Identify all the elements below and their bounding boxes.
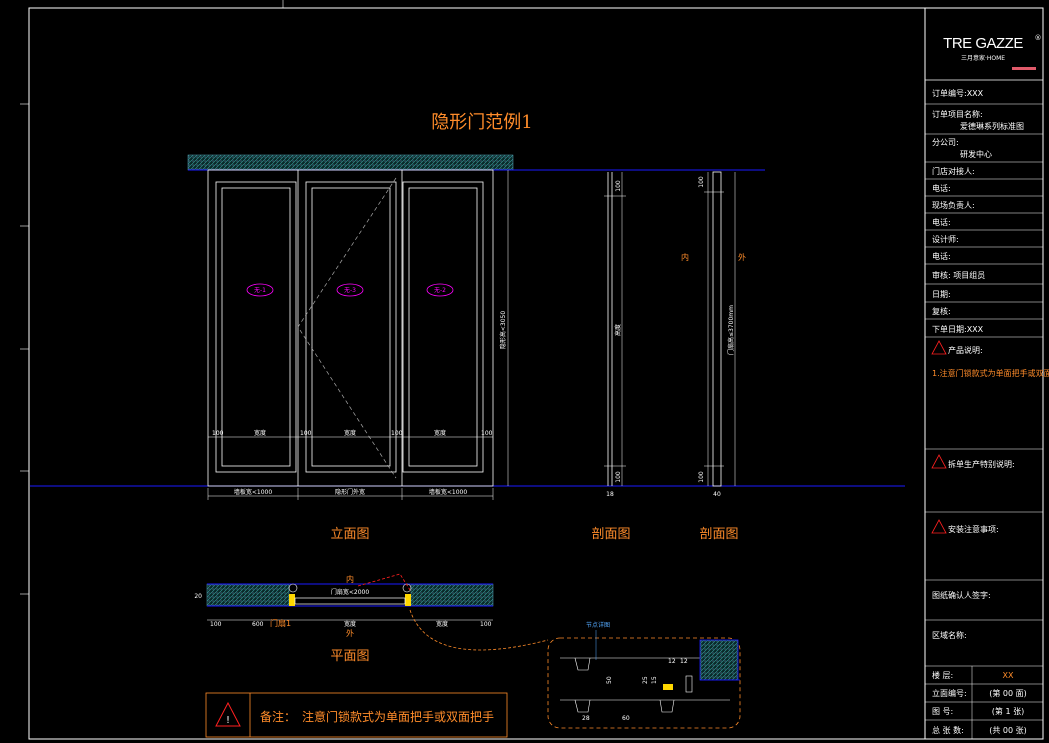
plan-outside: 外	[346, 628, 354, 638]
warning-icon	[931, 340, 947, 355]
panel-tag-1-label: 无-1	[254, 287, 266, 294]
tb-date: 日期:	[932, 290, 951, 299]
tb-drawing-no-label: 图 号:	[932, 707, 953, 716]
tb-total-label: 总 张 数:	[932, 725, 964, 735]
detail-dim-4: 50	[606, 676, 613, 684]
brand-logo-sub: 三月意家·HOME	[961, 54, 1005, 62]
registered-mark-icon: ®	[1035, 34, 1042, 42]
plan-left-2: 600	[252, 621, 264, 628]
dim-height: 隐形高<3050	[499, 311, 507, 349]
title-block: TRE GAZZE ® 三月意家·HOME 订单编号:XXX 订单项目名称: 爱…	[925, 34, 1049, 739]
plan-inside: 内	[346, 574, 354, 584]
elevation-view: 无-1 无-3 无-2 100 宽度 100 宽度 100 宽度 100 墙板宽…	[30, 154, 905, 500]
tb-designer: 设计师:	[932, 234, 959, 244]
tb-elev-no-value: (第 00 面)	[989, 688, 1027, 698]
tb-total-value: (共 00 张)	[989, 726, 1027, 735]
detail-dim-2: 12	[680, 658, 688, 665]
warning-icon	[931, 519, 947, 534]
detail-dim-3: 25	[642, 676, 649, 684]
tb-product-notes-label: 产品说明:	[948, 345, 983, 355]
plan-depth: 20	[194, 593, 202, 600]
sec-right-base: 40	[713, 491, 721, 498]
tb-phone-1: 电话:	[932, 183, 951, 193]
sec-left-mid: 高度	[614, 324, 622, 336]
dim-inner-6: 100	[481, 430, 493, 437]
tb-branch-label: 分公司:	[932, 138, 959, 147]
svg-text:!: !	[226, 715, 230, 726]
detail-dim-6: 28	[582, 715, 590, 722]
dim-inner-3: 宽度	[344, 429, 356, 437]
plan-door-width: 门扇宽<2000	[331, 588, 369, 596]
tb-client-confirm: 图纸确认人签字:	[932, 590, 991, 600]
tb-project-name-label: 订单项目名称:	[932, 109, 983, 119]
tb-floor-value: XX	[1003, 671, 1014, 680]
tb-branch: 研发中心	[960, 149, 992, 159]
dim-right-panel: 墙板宽<1000	[429, 488, 467, 496]
plan-right-2: 100	[480, 621, 492, 628]
tb-area-name: 区域名称:	[932, 630, 967, 640]
dim-left-panel: 墙板宽<1000	[234, 488, 272, 496]
note-text: 注意门锁款式为单面把手或双面把手	[302, 709, 494, 724]
plan-mid: 宽度	[344, 620, 356, 628]
detail-dim-5: 15	[651, 676, 658, 684]
sec-right-bottom: 100	[698, 471, 705, 483]
tb-review: 审核: 项目组员	[932, 270, 985, 280]
detail-view: 节点详图 12 12 25 50 15 28 60	[547, 621, 741, 729]
plan-left-1: 100	[210, 621, 222, 628]
dim-inner-2: 100	[300, 430, 312, 437]
warning-icon	[931, 454, 947, 469]
sec-right-top: 100	[698, 176, 705, 188]
plan-view-label: 平面图	[330, 649, 369, 664]
tb-phone-2: 电话:	[932, 217, 951, 227]
drawing-title: 隐形门范例1	[431, 112, 532, 133]
sec-left-base: 18	[606, 491, 614, 498]
note-box: ! 备注： 注意门锁款式为单面把手或双面把手	[205, 692, 508, 738]
dim-inner-1: 宽度	[254, 429, 266, 437]
detail-dim-1: 12	[668, 658, 676, 665]
section-view-right: 100 门扇高≤3700mm 100 40 内 外	[681, 171, 746, 498]
panel-tag-3	[426, 283, 454, 297]
panel-tag-2-label: 无-3	[344, 287, 356, 294]
warning-icon	[215, 701, 241, 727]
sec-left-top: 100	[615, 180, 622, 192]
sec-left-bottom: 100	[615, 471, 622, 483]
tb-store-contact: 门店对接人:	[932, 166, 975, 176]
sec-right-outside: 外	[738, 252, 746, 262]
tb-install-notes-label: 拆单生产特别说明:	[948, 459, 1015, 469]
panel-tag-3-label: 无-2	[434, 287, 446, 294]
section-right-view-label: 剖面图	[699, 527, 738, 542]
tb-assembly-notes-label: 安装注意事项:	[948, 524, 999, 534]
panel-tag-1	[246, 283, 274, 297]
tb-order-date: 下单日期:XXX	[932, 324, 984, 334]
tb-drawing-no-value: (第 1 张)	[992, 706, 1024, 716]
plan-view: 内 外 门扇宽<2000 100 600 门扇1 宽度 宽度 100 20	[194, 573, 549, 651]
section-left-view-label: 剖面图	[591, 527, 630, 542]
dim-inner-5: 宽度	[434, 429, 446, 437]
panel-tag-2	[336, 283, 364, 297]
tb-recheck: 复核:	[932, 306, 951, 316]
plan-left-3: 门扇1	[270, 618, 291, 628]
dim-middle-panel: 隐形门外宽	[335, 488, 365, 496]
tb-product-notes-text: 1.注意门锁款式为单面把手或双面把手	[932, 368, 1049, 378]
sec-right-mid: 门扇高≤3700mm	[727, 305, 735, 355]
tb-elev-no-label: 立面编号:	[932, 688, 967, 698]
tb-floor-label: 楼 层:	[932, 670, 953, 680]
section-view-left: 100 高度 100 18	[604, 172, 626, 498]
detail-callout: 节点详图	[586, 621, 610, 629]
elevation-view-label: 立面图	[330, 527, 369, 542]
tb-project-name: 爱德琳系列标准图	[960, 121, 1024, 131]
detail-dim-7: 60	[622, 715, 630, 722]
drawing-frame	[20, 0, 1044, 740]
tb-order-no: 订单编号:XXX	[932, 88, 984, 98]
sec-right-inside: 内	[681, 252, 689, 262]
note-label: 备注：	[260, 709, 296, 724]
dim-inner-4: 100	[391, 430, 403, 437]
brand-logo: TRE GAZZE	[943, 35, 1023, 52]
dim-inner-0: 100	[212, 430, 224, 437]
tb-site-manager: 现场负责人:	[932, 200, 975, 210]
plan-right-1: 宽度	[436, 620, 448, 628]
tb-phone-3: 电话:	[932, 251, 951, 261]
